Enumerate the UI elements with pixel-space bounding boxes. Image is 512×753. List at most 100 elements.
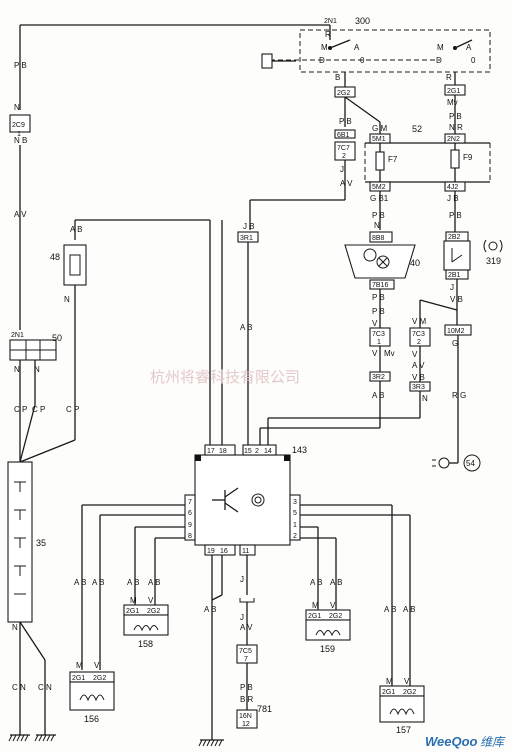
pin-label: 17 xyxy=(207,448,215,455)
ecu-pin-block xyxy=(242,444,277,456)
indicator-rays xyxy=(432,459,436,467)
wire-label: V xyxy=(372,349,378,358)
component-number: 35 xyxy=(36,538,46,548)
connector-label: 2G2 xyxy=(329,613,342,620)
wire-label: M xyxy=(312,601,319,610)
wire-label: A B xyxy=(240,323,252,332)
wire-label: B R xyxy=(240,695,254,704)
ecu-pins-left xyxy=(184,494,196,541)
component-54-circle xyxy=(463,454,481,472)
wire-label: N xyxy=(14,103,20,112)
switch-arm xyxy=(454,39,473,49)
connector-label: 2G2 xyxy=(403,689,416,696)
switch-label: M xyxy=(437,43,444,52)
connector-label: 6B1 xyxy=(337,132,350,139)
wire-label: C P xyxy=(14,405,27,414)
wire-label: P B xyxy=(449,112,462,121)
connector-label: 2G1 xyxy=(308,613,321,620)
sensor-icon xyxy=(488,241,498,251)
wire-label: A B xyxy=(310,578,322,587)
wire-label: C P xyxy=(32,405,45,414)
connector-label: 3R3 xyxy=(412,384,425,391)
watermark-brand: 维库 xyxy=(480,735,506,749)
wire-label: A V xyxy=(240,623,253,632)
wire-label: V xyxy=(372,319,378,328)
wire-label: V xyxy=(412,350,418,359)
wire-label: J B xyxy=(243,222,255,231)
pin-label: 8 xyxy=(188,533,192,540)
ground-hatch xyxy=(8,734,55,742)
wire-label: J xyxy=(240,575,244,584)
component-number: 159 xyxy=(320,644,335,654)
coil-icon xyxy=(133,625,159,632)
connector-label: 3R2 xyxy=(372,374,385,381)
connector-label: 7C7 xyxy=(337,145,350,152)
ecu-pin-dot xyxy=(195,455,201,461)
wire-label: N xyxy=(422,394,428,403)
pin-label: 3 xyxy=(293,499,297,506)
oil-icon xyxy=(251,493,265,507)
pin-label: 5 xyxy=(293,510,297,517)
wire-label: V xyxy=(404,677,410,686)
connector-label: 2G1 xyxy=(382,689,395,696)
connector-label: 2N2 xyxy=(447,136,460,143)
wire-label: P B xyxy=(339,117,352,126)
wire-label: N xyxy=(374,221,380,230)
pin-label: 18 xyxy=(219,448,227,455)
wire-label: V xyxy=(330,601,336,610)
pin-label: 16 xyxy=(220,548,228,555)
wire-label: V xyxy=(148,596,154,605)
fuse-label: F9 xyxy=(463,153,473,162)
wire-label: M xyxy=(76,661,83,670)
key-icon xyxy=(261,53,273,69)
wire xyxy=(211,594,223,601)
connector-label: 7C5 xyxy=(239,648,252,655)
connector-label: 2G2 xyxy=(147,608,160,615)
wire-label: G xyxy=(452,339,458,348)
connector-label: 8B8 xyxy=(372,235,385,242)
wire-label: A B xyxy=(70,225,82,234)
wire-label: C P xyxy=(66,405,79,414)
connector-label: 2B2 xyxy=(448,234,461,241)
wire-label: C N xyxy=(38,683,52,692)
wire-label: A V xyxy=(14,210,27,219)
pin-label: 19 xyxy=(207,548,215,555)
transistor-icon xyxy=(224,502,239,513)
wire-label: C N xyxy=(12,683,26,692)
ground-wire xyxy=(19,621,46,661)
connector-plug xyxy=(239,598,255,603)
watermark-text: 杭州将睿科技有限公司 xyxy=(150,368,300,386)
wire-label: N xyxy=(64,295,70,304)
wire-label: A B xyxy=(403,605,415,614)
wire-label: Mv xyxy=(447,98,458,107)
ecu-143 xyxy=(194,454,291,546)
fuse-f7 xyxy=(375,151,385,171)
wire-label: A B xyxy=(204,605,216,614)
wire-label: P B xyxy=(372,307,385,316)
pin-label: 7 xyxy=(188,499,192,506)
component-number: 319 xyxy=(486,256,501,266)
indicator-icon xyxy=(438,457,450,469)
connector-label: 2G2 xyxy=(93,675,106,682)
pin-label: 11 xyxy=(242,548,249,555)
connector-label: 7 xyxy=(244,656,248,663)
fuse-f9 xyxy=(450,149,460,169)
pin-label: 2 xyxy=(255,448,259,455)
ecu-pins-right xyxy=(289,494,301,541)
fuse-label: F7 xyxy=(388,155,398,164)
watermark-brand: WeeQoo xyxy=(425,734,478,749)
wire-label: J xyxy=(450,283,454,292)
switch-label: B xyxy=(335,73,340,82)
wire-label: P B xyxy=(449,211,462,220)
wire-label: R G xyxy=(452,391,466,400)
switch-arm xyxy=(329,39,351,49)
component-number: 40 xyxy=(410,258,420,268)
wire-label: V xyxy=(94,661,100,670)
wire-label: Mv xyxy=(384,349,395,358)
switch-label: A xyxy=(354,43,360,52)
coil-icon xyxy=(79,694,105,702)
wire-label: N xyxy=(34,365,40,374)
component-number: 158 xyxy=(138,639,153,649)
fuse-48 xyxy=(63,244,87,286)
connector-label: 2 xyxy=(342,153,346,160)
